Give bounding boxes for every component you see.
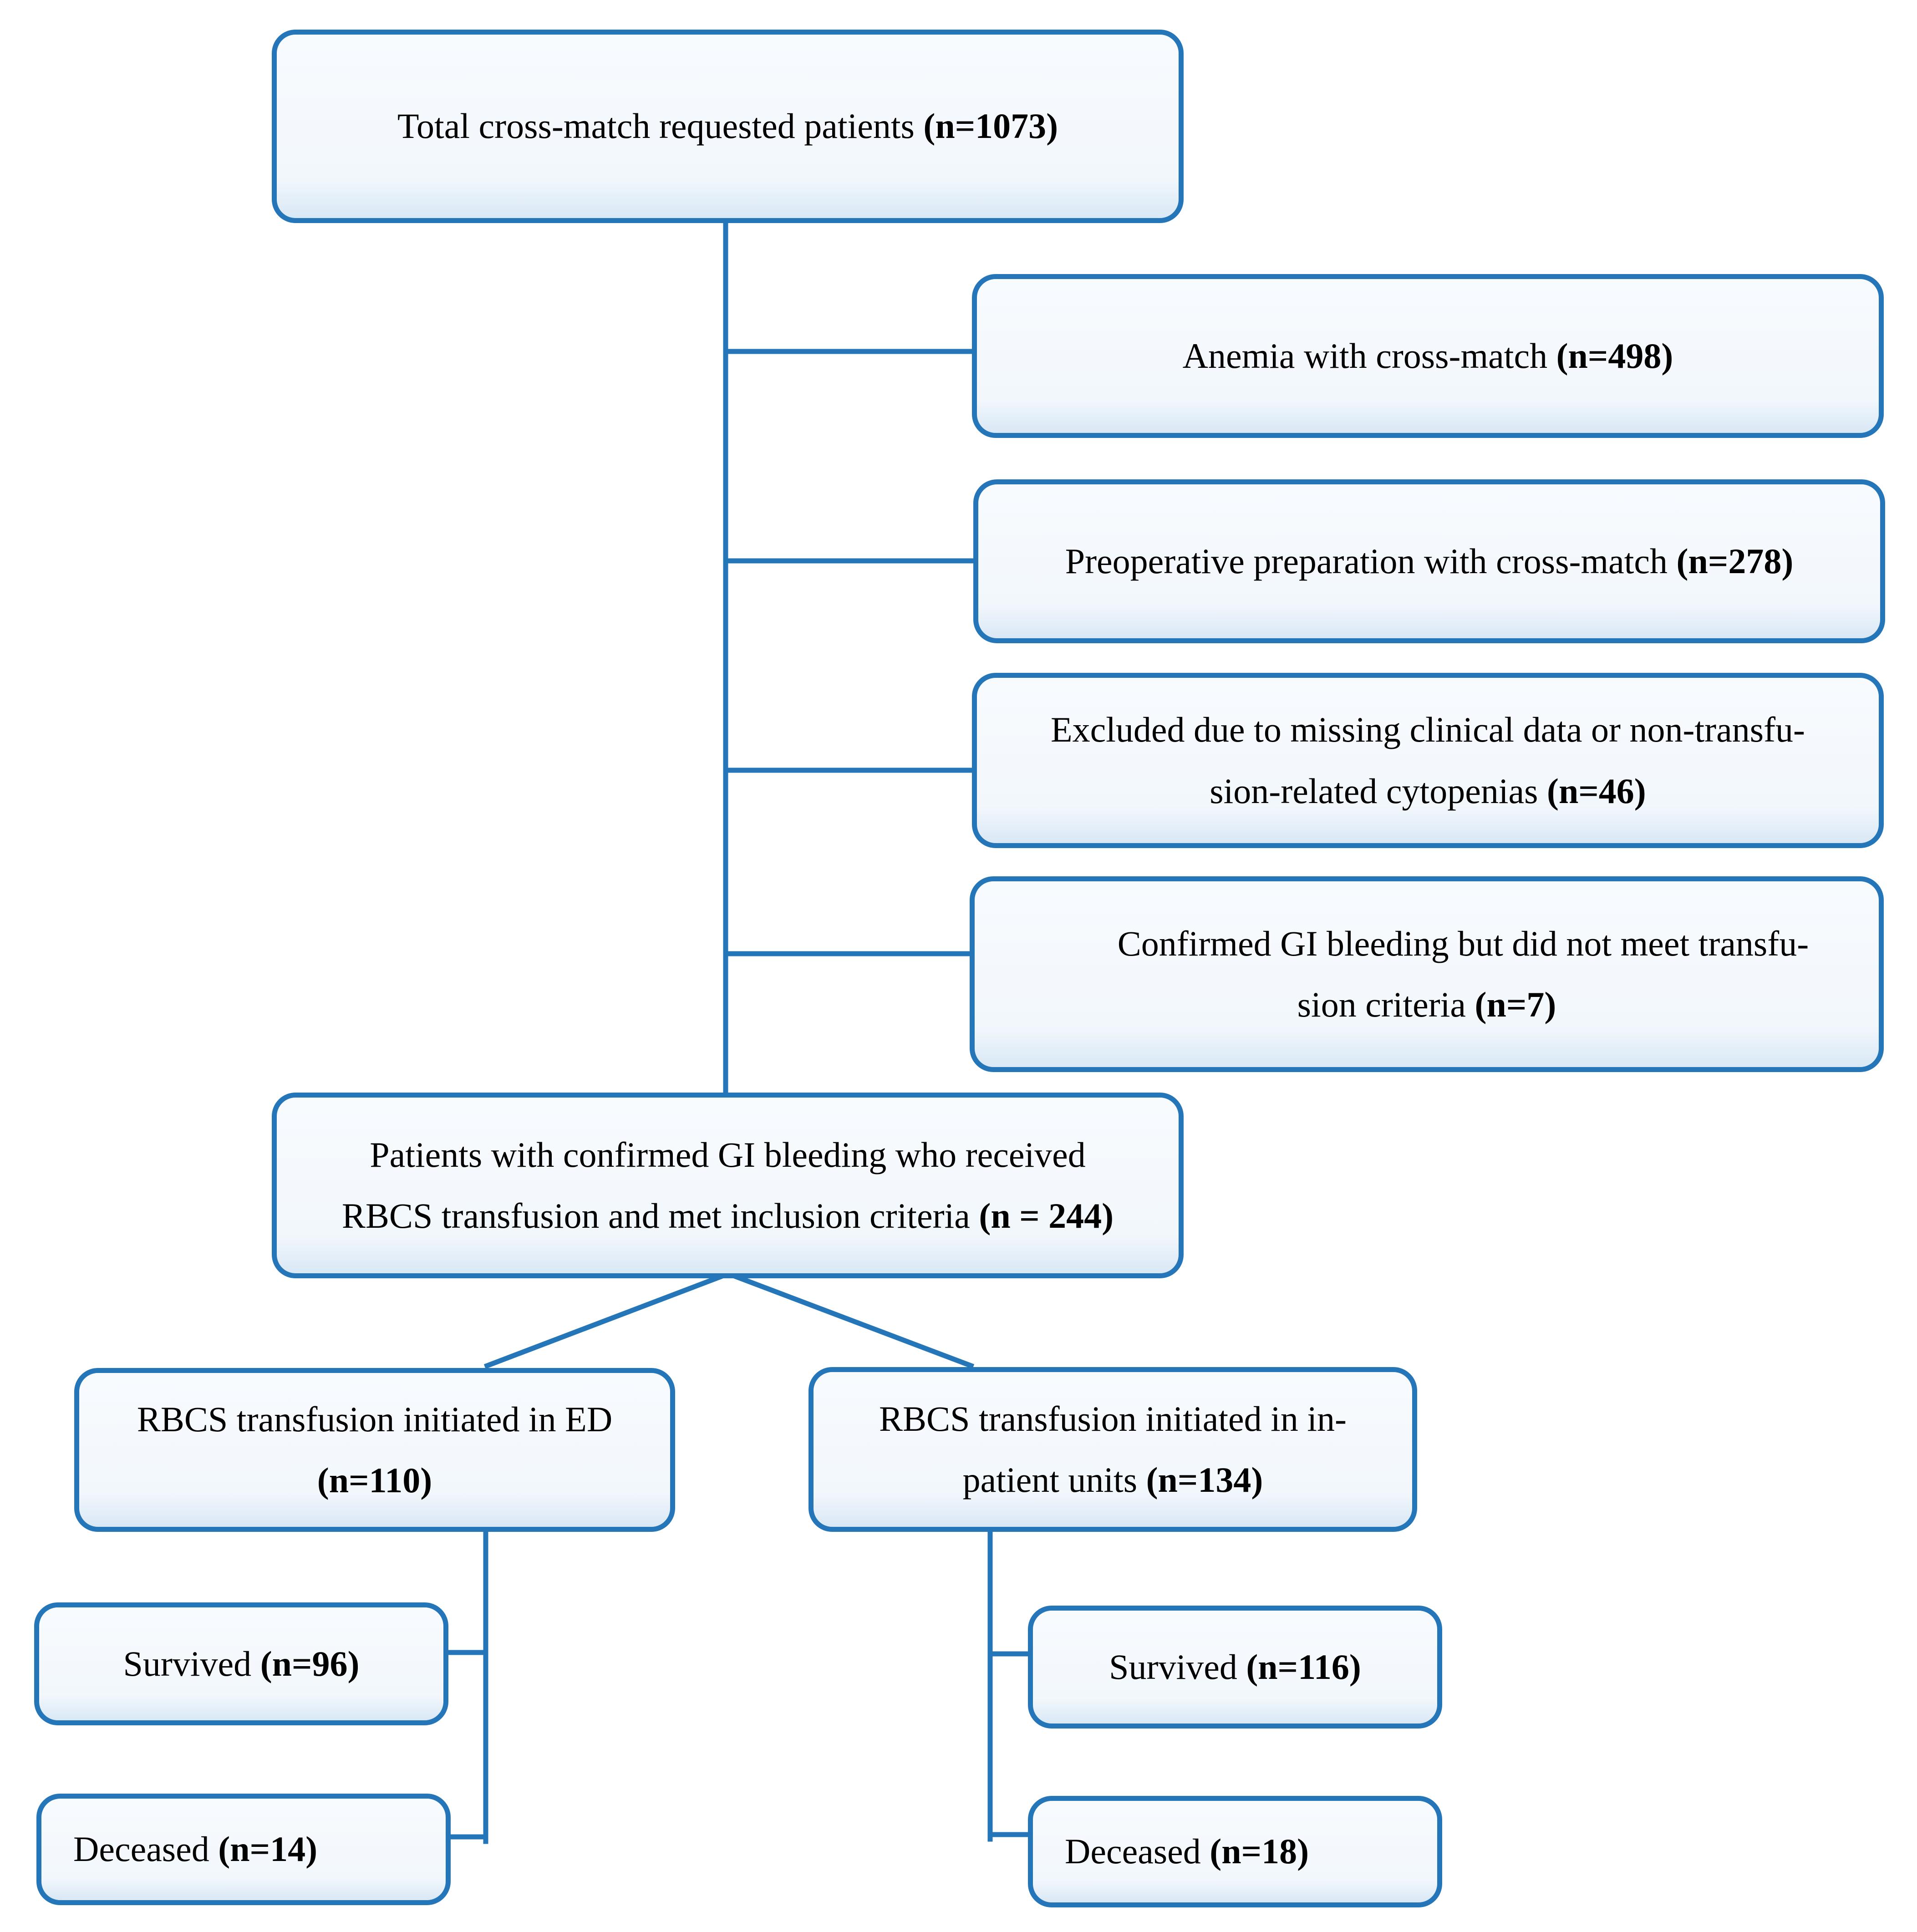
inpatient-survived-label: Survived xyxy=(1109,1647,1246,1687)
ed-deceased-label: Deceased xyxy=(73,1829,219,1869)
ed-transfusion-label: RBCS transfusion initiated in ED xyxy=(137,1399,613,1439)
gi-bleeding-not-met-line1: Confirmed GI bleeding but did not meet t… xyxy=(1117,923,1809,963)
ed-survived-box: Survived (n=96) xyxy=(34,1602,448,1725)
included-patients-line1: Patients with confirmed GI bleeding who … xyxy=(370,1134,1086,1174)
inpatient-deceased-count: (n=18) xyxy=(1210,1831,1309,1871)
included-patients-count: (n = 244) xyxy=(979,1196,1114,1235)
inpatient-transfusion-box: RBCS transfusion initiated in in- patien… xyxy=(808,1367,1417,1532)
ed-transfusion-count: (n=110) xyxy=(317,1460,432,1500)
included-patients-line2: RBCS transfusion and met inclusion crite… xyxy=(341,1196,979,1235)
preoperative-excluded-count: (n=278) xyxy=(1676,541,1794,581)
ed-survived-label: Survived xyxy=(123,1643,260,1683)
preoperative-excluded-box: Preoperative preparation with cross-matc… xyxy=(973,479,1885,643)
anemia-excluded-box: Anemia with cross-match (n=498) xyxy=(972,274,1884,438)
inpatient-deceased-label: Deceased xyxy=(1065,1831,1210,1871)
split-line-ed xyxy=(483,1270,732,1369)
ed-survived-count: (n=96) xyxy=(260,1643,360,1683)
total-patients-count: (n=1073) xyxy=(923,106,1058,146)
gi-bleeding-not-met-count: (n=7) xyxy=(1475,985,1556,1024)
missing-data-excluded-box: Excluded due to missing clinical data or… xyxy=(972,673,1884,848)
ed-transfusion-box: RBCS transfusion initiated in ED (n=110) xyxy=(74,1368,675,1532)
missing-data-excluded-count: (n=46) xyxy=(1546,771,1646,811)
missing-data-excluded-line1: Excluded due to missing clinical data or… xyxy=(1050,710,1805,750)
total-patients-label: Total cross-match requested patients xyxy=(397,106,924,146)
inpatient-survived-box: Survived (n=116) xyxy=(1028,1606,1442,1729)
inpatient-transfusion-line1: RBCS transfusion initiated in in- xyxy=(879,1398,1347,1439)
inpatient-survived-count: (n=116) xyxy=(1246,1647,1361,1687)
included-patients-box: Patients with confirmed GI bleeding who … xyxy=(272,1093,1184,1278)
inpatient-transfusion-line2: patient units xyxy=(962,1460,1146,1500)
gi-bleeding-not-met-box: Confirmed GI bleeding but did not meet t… xyxy=(970,876,1884,1072)
split-line-inpatient xyxy=(725,1270,975,1369)
ed-deceased-box: Deceased (n=14) xyxy=(36,1794,451,1905)
preoperative-excluded-label: Preoperative preparation with cross-matc… xyxy=(1065,541,1677,581)
ed-deceased-count: (n=14) xyxy=(218,1829,318,1869)
missing-data-excluded-line2: sion-related cytopenias xyxy=(1210,771,1547,811)
anemia-excluded-label: Anemia with cross-match xyxy=(1182,336,1556,376)
inpatient-deceased-box: Deceased (n=18) xyxy=(1028,1796,1442,1907)
inpatient-transfusion-count: (n=134) xyxy=(1146,1460,1263,1500)
total-patients-box: Total cross-match requested patients (n=… xyxy=(272,30,1184,223)
gi-bleeding-not-met-line2: sion criteria xyxy=(1297,985,1475,1024)
anemia-excluded-count: (n=498) xyxy=(1556,336,1673,376)
